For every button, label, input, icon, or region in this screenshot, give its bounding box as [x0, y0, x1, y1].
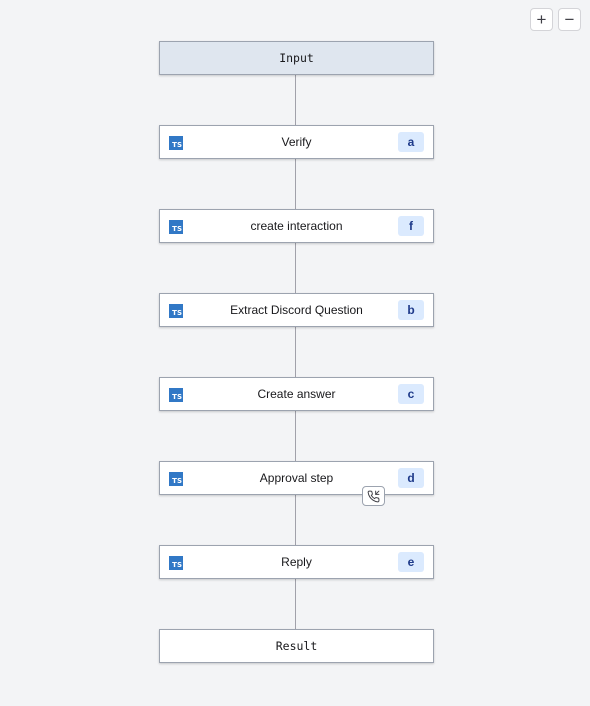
step-node-f[interactable]: TS create interaction f	[159, 209, 434, 243]
edge-b-to-c	[295, 326, 296, 377]
edge-f-to-b	[295, 242, 296, 293]
step-node-e[interactable]: TS Reply e	[159, 545, 434, 579]
edge-c-to-d	[295, 410, 296, 461]
input-node[interactable]: Input	[159, 41, 434, 75]
step-id-badge: d	[398, 468, 424, 488]
step-label: Reply	[281, 555, 312, 569]
typescript-icon: TS	[169, 136, 183, 150]
typescript-icon: TS	[169, 220, 183, 234]
edge-e-to-result	[295, 578, 296, 629]
step-label: create interaction	[250, 219, 343, 233]
typescript-icon: TS	[169, 304, 183, 318]
step-id-badge: c	[398, 384, 424, 404]
zoom-controls: + −	[530, 8, 581, 31]
result-node[interactable]: Result	[159, 629, 434, 663]
step-id-badge: a	[398, 132, 424, 152]
step-id-badge: e	[398, 552, 424, 572]
step-id-badge: b	[398, 300, 424, 320]
step-label: Extract Discord Question	[230, 303, 363, 317]
typescript-icon: TS	[169, 388, 183, 402]
step-node-d[interactable]: TS Approval step d	[159, 461, 434, 495]
typescript-icon: TS	[169, 472, 183, 486]
zoom-in-button[interactable]: +	[530, 8, 553, 31]
step-label: Approval step	[259, 471, 334, 485]
zoom-out-button[interactable]: −	[558, 8, 581, 31]
step-node-b[interactable]: TS Extract Discord Question b	[159, 293, 434, 327]
step-label: Verify	[281, 135, 312, 149]
step-node-a[interactable]: TS Verify a	[159, 125, 434, 159]
step-id-badge: f	[398, 216, 424, 236]
edge-input-to-a	[295, 74, 296, 125]
typescript-icon: TS	[169, 556, 183, 570]
phone-callback-icon[interactable]	[362, 486, 385, 506]
edge-d-to-e	[295, 494, 296, 545]
step-node-c[interactable]: TS Create answer c	[159, 377, 434, 411]
edge-a-to-f	[295, 158, 296, 209]
input-node-label: Input	[279, 51, 314, 65]
step-label: Create answer	[257, 387, 336, 401]
result-node-label: Result	[275, 639, 318, 653]
